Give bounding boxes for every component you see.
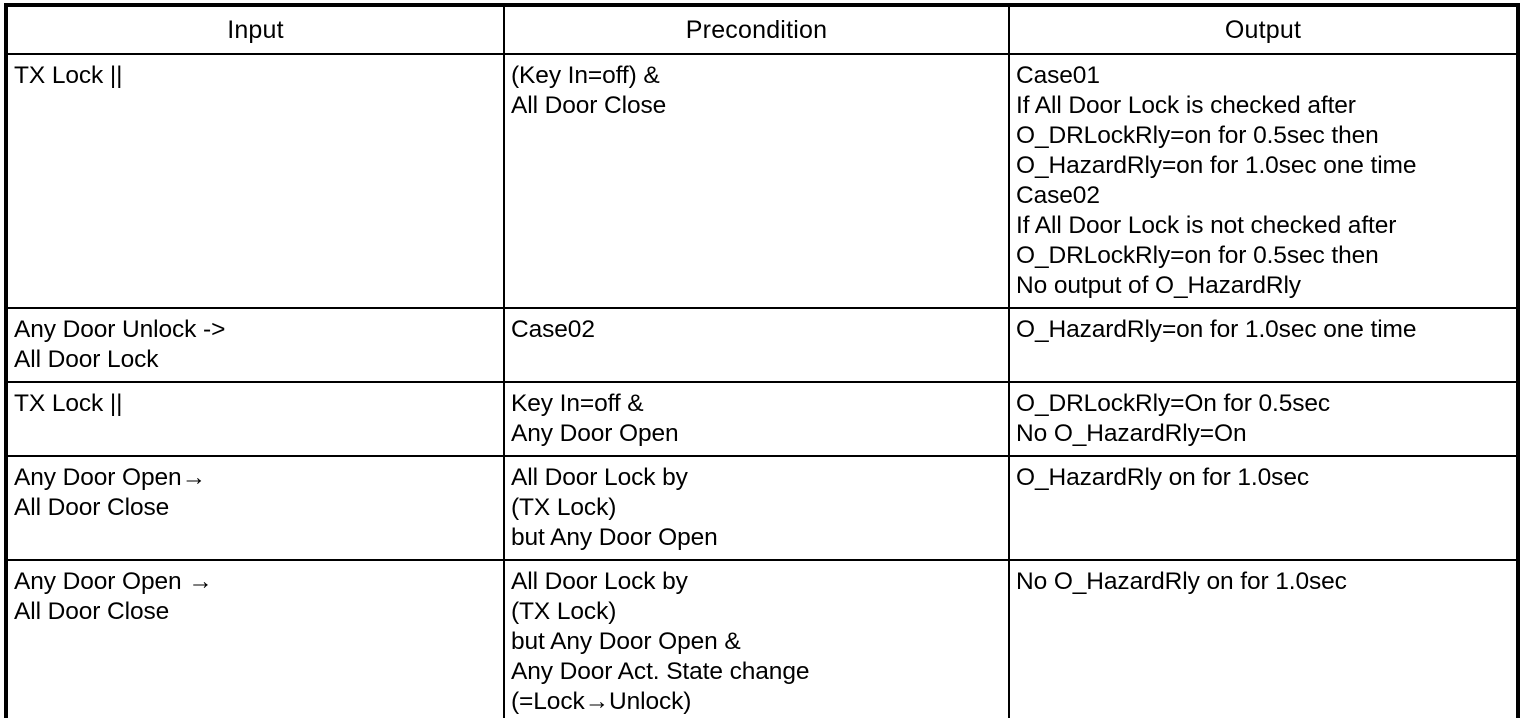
cell-input-text: TX Lock || xyxy=(14,390,123,417)
cell-input: Any Door Open→ All Door Close xyxy=(6,455,505,561)
column-header-input-label: Input xyxy=(227,16,284,44)
column-header-precondition-label: Precondition xyxy=(685,16,828,44)
column-header-input: Input xyxy=(6,4,505,55)
cell-input: Any Door Unlock -> All Door Lock xyxy=(6,307,505,383)
cell-input: TX Lock || xyxy=(6,53,505,309)
cell-input-text: Any Door Open → All Door Close xyxy=(14,568,213,625)
cell-input-text: Any Door Open→ All Door Close xyxy=(14,464,206,521)
table-row: Any Door Open→ All Door Close All Door L… xyxy=(6,455,1518,561)
cell-input-text: Any Door Unlock -> All Door Lock xyxy=(14,316,226,373)
cell-output-text: Case01 If All Door Lock is checked after… xyxy=(1016,62,1417,299)
table-row: TX Lock || Key In=off & Any Door Open O_… xyxy=(6,381,1518,457)
cell-precondition: All Door Lock by (TX Lock) but Any Door … xyxy=(503,455,1010,561)
column-header-precondition: Precondition xyxy=(503,4,1010,55)
cell-input: TX Lock || xyxy=(6,381,505,457)
table-row: TX Lock || (Key In=off) & All Door Close… xyxy=(6,53,1518,309)
cell-output-text: O_DRLockRly=On for 0.5sec No O_HazardRly… xyxy=(1016,390,1331,447)
requirements-table: Input Precondition Output TX Lock || (Ke… xyxy=(4,3,1520,718)
table-body: TX Lock || (Key In=off) & All Door Close… xyxy=(6,53,1518,718)
cell-output: O_HazardRly=on for 1.0sec one time xyxy=(1008,307,1518,383)
cell-precondition-text: (Key In=off) & All Door Close xyxy=(511,62,667,119)
cell-input: Any Door Open → All Door Close xyxy=(6,559,505,718)
table-header: Input Precondition Output xyxy=(6,4,1518,55)
cell-input-text: TX Lock || xyxy=(14,62,123,89)
column-header-output-label: Output xyxy=(1224,16,1302,44)
cell-precondition: All Door Lock by (TX Lock) but Any Door … xyxy=(503,559,1010,718)
cell-output: O_HazardRly on for 1.0sec xyxy=(1008,455,1518,561)
cell-output: No O_HazardRly on for 1.0sec xyxy=(1008,559,1518,718)
table-row: Any Door Unlock -> All Door Lock Case02 … xyxy=(6,307,1518,383)
cell-output-text: No O_HazardRly on for 1.0sec xyxy=(1016,568,1347,595)
cell-output-text: O_HazardRly on for 1.0sec xyxy=(1016,464,1309,491)
table-row: Any Door Open → All Door Close All Door … xyxy=(6,559,1518,718)
cell-precondition: Key In=off & Any Door Open xyxy=(503,381,1010,457)
header-row: Input Precondition Output xyxy=(6,4,1518,55)
cell-precondition: Case02 xyxy=(503,307,1010,383)
cell-precondition: (Key In=off) & All Door Close xyxy=(503,53,1010,309)
cell-output-text: O_HazardRly=on for 1.0sec one time xyxy=(1016,316,1417,343)
cell-precondition-text: All Door Lock by (TX Lock) but Any Door … xyxy=(511,568,810,715)
cell-precondition-text: Case02 xyxy=(511,316,595,343)
cell-output: O_DRLockRly=On for 0.5sec No O_HazardRly… xyxy=(1008,381,1518,457)
cell-precondition-text: All Door Lock by (TX Lock) but Any Door … xyxy=(511,464,718,551)
column-header-output: Output xyxy=(1008,4,1518,55)
cell-output: Case01 If All Door Lock is checked after… xyxy=(1008,53,1518,309)
cell-precondition-text: Key In=off & Any Door Open xyxy=(511,390,679,447)
